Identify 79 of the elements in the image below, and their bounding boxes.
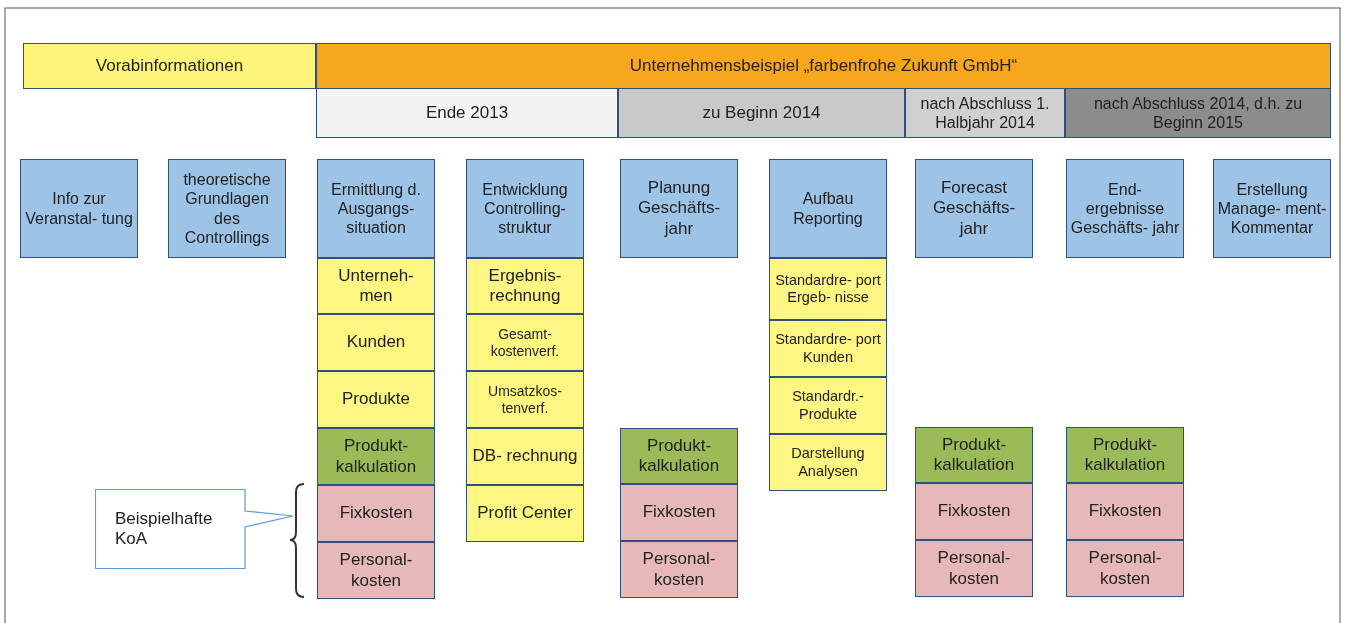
node-label: nach Abschluss 1. Halbjahr 2014 — [919, 93, 1051, 133]
node-label: Ende 2013 — [425, 102, 509, 124]
category-box — [466, 258, 584, 314]
category-box — [620, 484, 738, 541]
category-box — [466, 371, 584, 428]
node-label: Personal- kosten — [641, 549, 717, 590]
category-box — [620, 428, 738, 484]
category-box — [317, 428, 435, 485]
node-label: Standardre- port Kunden — [774, 331, 882, 366]
node-label: Vorabinformationen — [95, 55, 244, 77]
category-box — [769, 377, 887, 434]
node-label: Produkt- kalkulation — [334, 436, 418, 477]
node-label: Standardr.- Produkte — [791, 388, 865, 423]
category-box — [317, 258, 435, 314]
node-label: Fixkosten — [339, 503, 413, 524]
category-box — [769, 320, 887, 377]
category-box — [1066, 540, 1184, 597]
node-label: Profit Center — [477, 503, 573, 524]
node-label: Fixkosten — [937, 501, 1011, 522]
category-box — [769, 258, 887, 320]
category-box — [317, 485, 435, 542]
node-label: Gesamt- kostenverf. — [489, 325, 561, 360]
node-label: DB- rechnung — [472, 446, 578, 467]
category-box — [1066, 483, 1184, 540]
process-box — [1066, 159, 1184, 258]
period-band — [316, 88, 618, 138]
node-label: Fixkosten — [1088, 501, 1162, 522]
period-band — [618, 88, 905, 138]
node-label: Erstellung Manage- ment- Kommentar — [1217, 179, 1327, 238]
node-label: Personal- kosten — [338, 550, 414, 591]
category-box — [915, 540, 1033, 597]
header-band — [23, 43, 316, 89]
node-label: Forecast Geschäfts- jahr — [931, 177, 1017, 240]
node-label: Darstellung Analysen — [790, 445, 866, 480]
header-band — [316, 43, 1331, 89]
process-box — [168, 159, 286, 258]
node-label: nach Abschluss 2014, d.h. zu Beginn 2015 — [1092, 93, 1304, 133]
node-label: End- ergebnisse Geschäfts- jahr — [1070, 179, 1180, 238]
process-box — [466, 159, 584, 258]
node-label: Produkte — [341, 389, 410, 410]
period-band — [1065, 88, 1331, 138]
node-label: theoretische Grundlagen des Controllings — [182, 170, 272, 247]
period-band — [905, 88, 1065, 138]
node-label: Ergebnis- rechnung — [487, 265, 563, 307]
category-box — [317, 314, 435, 371]
node-label: Ermittlung d. Ausgangs- situation — [330, 179, 422, 238]
node-label: Kunden — [346, 332, 406, 353]
category-box — [317, 542, 435, 599]
category-box — [915, 483, 1033, 540]
node-label: Info zur Veranstal- tung — [24, 189, 134, 228]
node-label: Unternehmensbeispiel „farbenfrohe Zukunft GmbH“ — [629, 55, 1018, 77]
category-box — [915, 427, 1033, 483]
process-box — [1213, 159, 1331, 258]
node-label: zu Beginn 2014 — [702, 102, 821, 124]
node-label: Umsatzkos- tenverf. — [487, 382, 563, 417]
node-label: Beispielhafte KoA — [114, 508, 214, 550]
category-box — [466, 485, 584, 542]
node-label: Fixkosten — [642, 502, 716, 523]
process-box — [317, 159, 435, 258]
category-box — [620, 541, 738, 598]
process-box — [769, 159, 887, 258]
node-label: Personal- kosten — [936, 548, 1012, 589]
node-label: Produkt- kalkulation — [932, 434, 1016, 476]
node-label: Standardre- port Ergeb- nisse — [774, 271, 882, 307]
node-label: Produkt- kalkulation — [1083, 434, 1167, 476]
process-box — [20, 159, 138, 258]
node-label: Aufbau Reporting — [792, 189, 864, 228]
node-label: Planung Geschäfts- jahr — [636, 177, 722, 240]
process-box — [915, 159, 1033, 258]
category-box — [1066, 427, 1184, 483]
node-label: Personal- kosten — [1087, 548, 1163, 589]
category-box — [466, 428, 584, 485]
category-box — [317, 371, 435, 428]
category-box — [466, 314, 584, 371]
process-box — [620, 159, 738, 258]
node-label: Entwicklung Controlling- struktur — [481, 179, 569, 238]
category-box — [769, 434, 887, 491]
node-label: Unterneh- men — [337, 265, 415, 307]
node-label: Produkt- kalkulation — [637, 435, 721, 477]
